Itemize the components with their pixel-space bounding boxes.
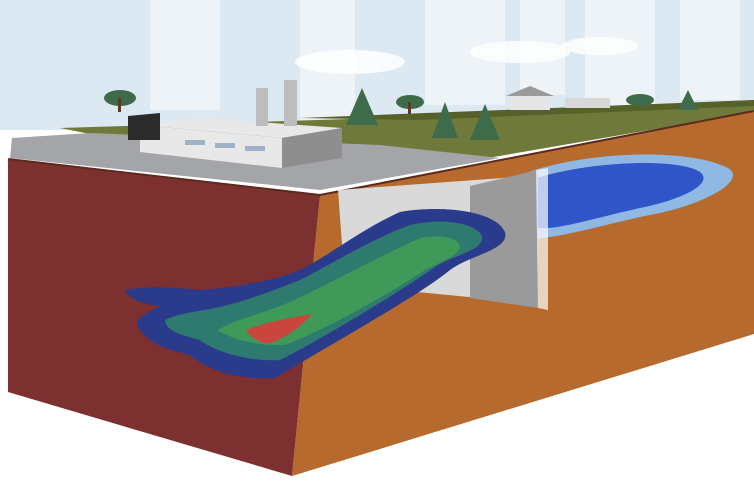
clouds <box>295 37 638 74</box>
trees <box>104 88 698 140</box>
tree-icon <box>470 104 500 140</box>
factory-icon <box>128 113 342 168</box>
smokestack-1 <box>256 88 268 126</box>
factory-windows <box>185 140 265 151</box>
excavation-wall-edge <box>536 168 548 310</box>
factory-side-wall <box>282 128 342 168</box>
tree-icon <box>432 102 458 138</box>
factory-front-wall <box>140 125 282 168</box>
plume-inner <box>218 236 460 346</box>
grass-surface <box>60 100 754 168</box>
house-icon <box>565 98 610 108</box>
factory-annex <box>128 113 160 140</box>
tree-icon <box>396 95 424 114</box>
tree-icon <box>104 90 136 112</box>
tree-icon <box>626 94 654 106</box>
smokestack-icon <box>256 80 297 126</box>
factory-roof <box>140 118 342 138</box>
house-icon <box>506 86 554 110</box>
smokestack-2 <box>284 80 297 126</box>
plume-core <box>246 314 312 344</box>
pond-water <box>530 162 704 229</box>
tree-icon <box>678 90 698 110</box>
tree-icon <box>346 88 378 125</box>
